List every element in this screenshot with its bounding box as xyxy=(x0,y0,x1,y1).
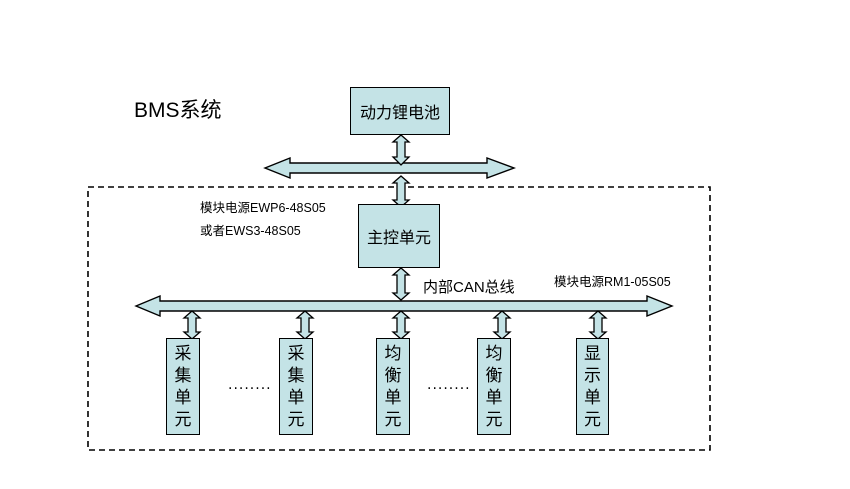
unit-link-arrow xyxy=(588,310,608,340)
display-module-power-note: 模块电源RM1-05S05 xyxy=(554,275,671,289)
unit-char: 元 xyxy=(174,409,192,430)
internal-can-bus-arrow xyxy=(134,294,674,318)
ellipsis: ........ xyxy=(228,377,272,393)
unit-char: 显 xyxy=(584,343,601,364)
ellipsis: ........ xyxy=(427,377,471,393)
unit-char: 采 xyxy=(287,343,305,364)
main-control-lower-link-arrow xyxy=(391,267,411,301)
internal-can-bus-label: 内部CAN总线 xyxy=(423,279,515,296)
external-bus-arrow xyxy=(263,156,517,180)
battery-link-arrow xyxy=(391,134,411,166)
unit-char: 单 xyxy=(485,387,503,408)
unit-box: 均 衡 单 元 xyxy=(477,338,511,435)
unit-char: 采 xyxy=(174,343,192,364)
unit-char: 元 xyxy=(485,409,503,430)
unit-char: 均 xyxy=(384,343,402,364)
unit-char: 示 xyxy=(584,365,601,386)
unit-char: 集 xyxy=(287,365,305,386)
unit-char: 单 xyxy=(384,387,402,408)
main-control-label: 主控单元 xyxy=(366,228,431,247)
unit-char: 均 xyxy=(485,343,503,364)
diagram-title: BMS系统 xyxy=(134,99,222,122)
battery-box: 动力锂电池 xyxy=(350,87,450,135)
unit-char: 元 xyxy=(384,409,402,430)
unit-box: 采 集 单 元 xyxy=(166,338,200,435)
unit-link-arrow xyxy=(391,310,411,340)
unit-char: 元 xyxy=(584,409,601,430)
module-power-note: 模块电源EWP6-48S05 xyxy=(200,201,326,215)
unit-box: 显 示 单 元 xyxy=(576,338,609,435)
main-control-upper-link-arrow xyxy=(391,175,411,208)
unit-link-arrow xyxy=(492,310,512,340)
unit-char: 单 xyxy=(584,387,601,408)
unit-box: 均 衡 单 元 xyxy=(376,338,410,435)
unit-char: 元 xyxy=(287,409,305,430)
unit-char: 单 xyxy=(174,387,192,408)
main-control-box: 主控单元 xyxy=(358,204,440,268)
unit-link-arrow xyxy=(182,310,202,340)
unit-box: 采 集 单 元 xyxy=(279,338,313,435)
module-power-alt-note: 或者EWS3-48S05 xyxy=(200,224,301,238)
unit-char: 单 xyxy=(287,387,305,408)
unit-char: 集 xyxy=(174,365,192,386)
unit-char: 衡 xyxy=(384,365,402,386)
unit-char: 衡 xyxy=(485,365,503,386)
unit-link-arrow xyxy=(295,310,315,340)
battery-label: 动力锂电池 xyxy=(359,103,440,122)
